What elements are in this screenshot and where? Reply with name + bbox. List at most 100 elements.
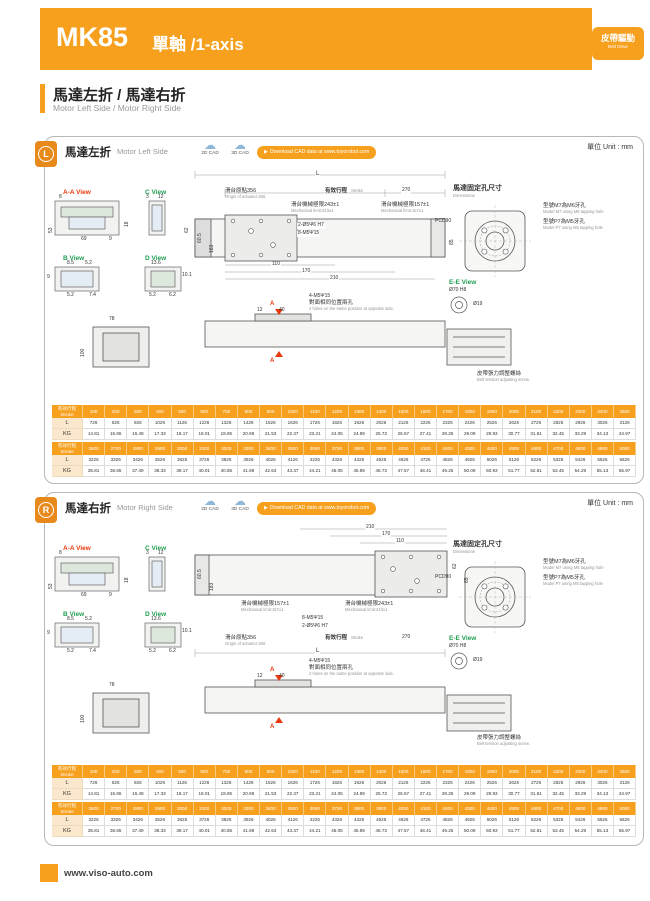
- table-cell: 20.69: [237, 429, 260, 440]
- tap-note-p7-en: Model P7 using M5 tapping hole: [543, 581, 603, 586]
- dim-label: 10.1: [182, 628, 192, 634]
- table-cell: 4800: [569, 802, 592, 815]
- table-cell: 46.73: [370, 826, 393, 837]
- table-cell: 726: [83, 778, 106, 789]
- table-cell: 1026: [149, 778, 172, 789]
- table-cell: 5226: [525, 455, 548, 466]
- pcd-label: PCD90: [435, 218, 452, 224]
- table-cell: 1626: [282, 778, 305, 789]
- table-cell: 4400: [481, 442, 504, 455]
- table-cell: 50.09: [459, 466, 482, 477]
- table-cell: 55.13: [591, 826, 614, 837]
- table-cell: 3900: [370, 442, 393, 455]
- dim-label: 18: [124, 221, 130, 227]
- table-cell: 43.37: [282, 826, 305, 837]
- footer-url[interactable]: www.viso-auto.com: [64, 868, 153, 879]
- table-cell: 50.93: [481, 466, 504, 477]
- stroke-label-en: Stroke: [351, 188, 364, 193]
- play-icon: ▶: [264, 505, 268, 511]
- table-cell: 1200: [326, 405, 349, 418]
- table-cell: 3126: [614, 418, 637, 429]
- cad-2d-button[interactable]: ☁2D CAD: [195, 495, 225, 512]
- hole-note-zh: 對面相同位置兩孔: [309, 665, 354, 671]
- cad-3d-button[interactable]: ☁3D CAD: [225, 495, 255, 512]
- table-cell: 21.53: [260, 789, 283, 800]
- dim-label: 5.2: [85, 260, 92, 266]
- table-cell: 926: [127, 418, 150, 429]
- table-cell: 400: [149, 405, 172, 418]
- dim-label: 13.6: [151, 260, 161, 266]
- dim-label: 3: [146, 550, 149, 556]
- dim-label: Ø70 H8: [449, 643, 467, 649]
- table-cell: 29.09: [459, 789, 482, 800]
- view-label-d: D View: [145, 255, 167, 262]
- table-cell: 40.01: [193, 466, 216, 477]
- view-label-ee: E-E View: [449, 279, 477, 286]
- table-cell: 25.73: [370, 789, 393, 800]
- belt-note-en: Belt tension adjusting screw.: [477, 741, 530, 746]
- table-cell: 2126: [392, 778, 415, 789]
- table-cell: 5426: [569, 815, 592, 826]
- table-cell: 21.53: [260, 429, 283, 440]
- axis-title: 單軸 /1-axis: [152, 35, 244, 54]
- table-cell: 4626: [392, 815, 415, 826]
- table-cell: 28.25: [437, 429, 460, 440]
- table-cell: 3700: [326, 802, 349, 815]
- mech-limit-label-en: Mechanical limit:157±1: [381, 208, 424, 213]
- table-cell: 2000: [503, 405, 526, 418]
- download-cad-button[interactable]: ▶Download CAD data at www.toyorobot.com: [257, 502, 377, 515]
- table-cell: 40.85: [215, 466, 238, 477]
- table-cell: 34.97: [614, 429, 637, 440]
- view-label-b: B View: [63, 255, 85, 262]
- table-cell: 2800: [127, 802, 150, 815]
- dim-label: Ø19: [473, 301, 483, 307]
- row-label-L: L: [52, 418, 83, 429]
- table-cell: 800: [237, 765, 260, 778]
- cad-2d-button[interactable]: ☁2D CAD: [195, 139, 225, 156]
- stroke-label-en: Stroke: [351, 635, 364, 640]
- table-cell: 1700: [437, 765, 460, 778]
- table-cell: 45.89: [348, 466, 371, 477]
- download-cad-button[interactable]: ▶Download CAD data at www.toyorobot.com: [257, 146, 377, 159]
- hole-note: 4-M5Ψ15: [309, 658, 331, 664]
- table-cell: 2926: [569, 778, 592, 789]
- dim-label: 60.5: [197, 233, 203, 243]
- table-cell: 17.33: [149, 789, 172, 800]
- table-cell: 4600: [525, 442, 548, 455]
- table-cell: 2400: [591, 405, 614, 418]
- dim-label: 40: [279, 307, 285, 313]
- dim-label: 60.5: [197, 569, 203, 579]
- table-cell: 5000: [614, 802, 637, 815]
- table-cell: 32.45: [547, 789, 570, 800]
- table-cell: 4026: [260, 455, 283, 466]
- table-cell: 4926: [459, 455, 482, 466]
- table-cell: 37.49: [127, 826, 150, 837]
- table-cell: 2226: [414, 418, 437, 429]
- table-cell: 1726: [304, 778, 327, 789]
- table-cell: 18.17: [171, 789, 194, 800]
- table-cell: 726: [83, 418, 106, 429]
- table-cell: 46.73: [370, 466, 393, 477]
- cad-3d-button[interactable]: ☁3D CAD: [225, 139, 255, 156]
- table-cell: 3000: [171, 442, 194, 455]
- view-label-aa: A-A View: [63, 189, 91, 196]
- table-cell: 3300: [237, 442, 260, 455]
- table-cell: 4700: [547, 802, 570, 815]
- dim-label: 12: [158, 194, 164, 200]
- table-cell: 4900: [591, 442, 614, 455]
- table-cell: 2200: [547, 405, 570, 418]
- dim-label: 78: [109, 316, 115, 322]
- table-cell: 1800: [459, 405, 482, 418]
- table-cell: 14.81: [83, 789, 106, 800]
- table-cell: 24.05: [326, 789, 349, 800]
- table-cell: 22.37: [282, 789, 305, 800]
- table-cell: 600: [193, 765, 216, 778]
- table-cell: 2000: [503, 765, 526, 778]
